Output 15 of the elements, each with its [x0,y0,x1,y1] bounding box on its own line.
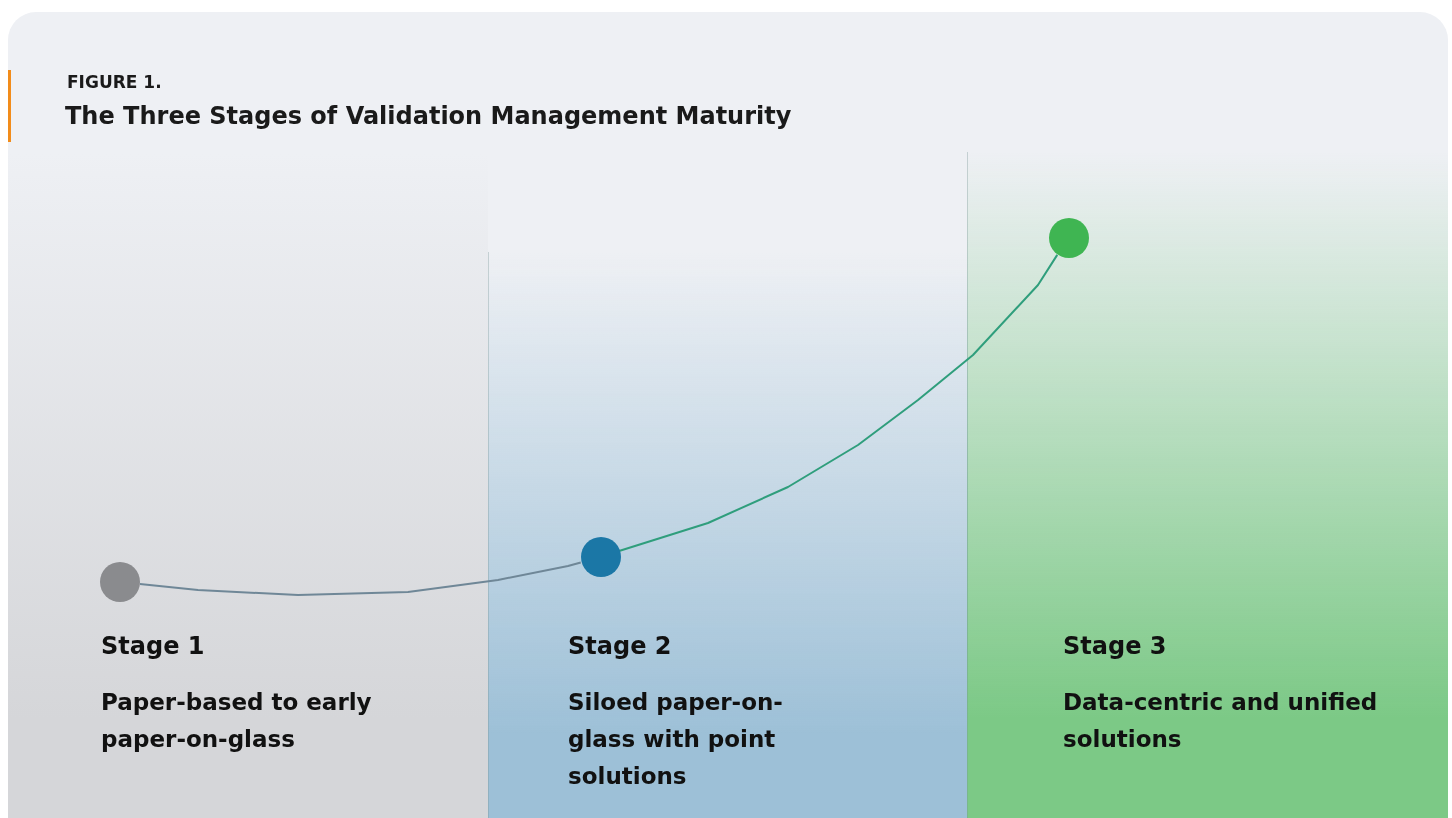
stage-heading: Stage 3 [1063,632,1167,660]
stage-description: Siloed paper-on-glass with point solutions [568,688,784,791]
stage-column [488,252,968,818]
stage-heading: Stage 2 [568,632,672,660]
curve-line [618,253,1059,552]
stage-column [967,152,1448,818]
stage-marker-circle [1049,218,1089,258]
stage-marker-circle [100,562,140,602]
stage-marker-circle [581,537,621,577]
figure-label: FIGURE 1. [67,72,162,92]
curve-line [138,561,582,596]
diagram-title: The Three Stages of Validation Management Maturity [65,102,792,130]
stage-description: Paper-based to early paper-on-glass [101,688,373,754]
stage-description: Data-centric and unified solutions [1063,688,1379,754]
stage-heading: Stage 1 [101,632,205,660]
